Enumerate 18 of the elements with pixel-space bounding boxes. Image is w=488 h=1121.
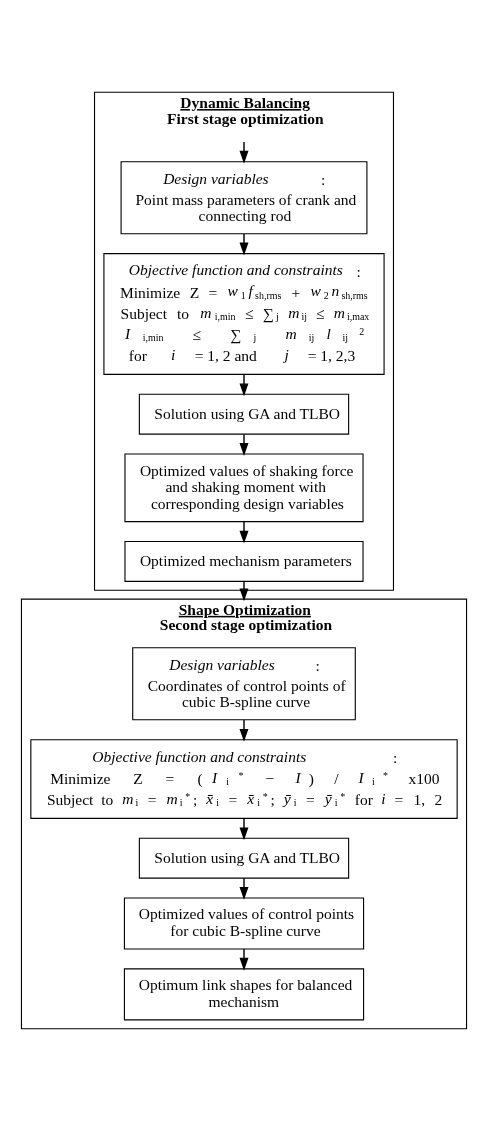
node-box: Design variables: Coordinates of control points of cubic B-spline curve: [132, 647, 356, 721]
node-box: Solution using GA and TLBO: [138, 837, 350, 879]
arrow: [239, 948, 249, 971]
node-box: Optimized values of shaking force and shaking moment with corresponding design variables: [124, 453, 364, 523]
arrow: [239, 373, 249, 397]
node-box: Optimum link shapes for balanced mechanism: [123, 968, 365, 1021]
node-box: Solution using GA and TLBO: [138, 393, 350, 435]
arrow: [239, 521, 249, 544]
arrow: [239, 141, 249, 164]
arrow: [239, 719, 249, 742]
arrow: [239, 233, 249, 256]
arrow: [239, 817, 249, 841]
node-box: Optimized mechanism parameters: [124, 540, 364, 582]
arrow: [239, 433, 249, 456]
arrow: [239, 877, 249, 900]
node-box: Design variables: Point mass parameters of crank and connecting rod: [120, 161, 368, 235]
node-box: Optimized values of control points for cubic B-spline curve: [123, 897, 365, 950]
arrow: [239, 581, 249, 602]
